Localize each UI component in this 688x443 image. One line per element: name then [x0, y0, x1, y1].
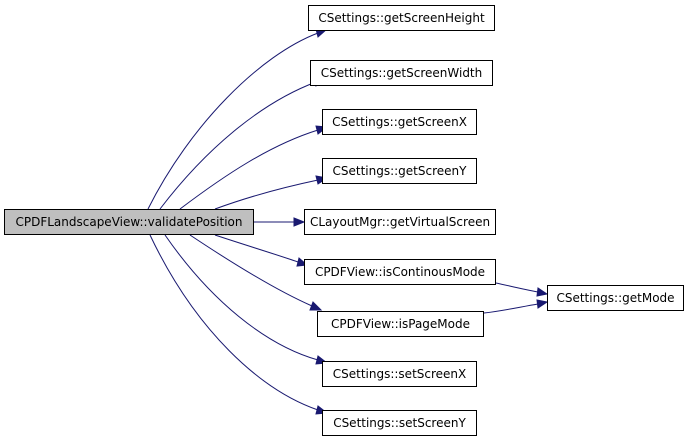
edge-isPageMode-getMode [483, 303, 539, 314]
node-is-continous-mode[interactable]: CPDFView::isContinousMode [304, 259, 496, 285]
node-label: CSettings::getScreenHeight [318, 11, 485, 25]
edge-arrow-root-isPageMode [309, 301, 323, 311]
edge-root-setScreenY [149, 234, 319, 411]
node-label: CSettings::getScreenX [332, 115, 467, 129]
edge-root-getScreenHeight [147, 32, 319, 210]
node-set-screen-x[interactable]: CSettings::setScreenX [322, 361, 477, 387]
node-label: CSettings::setScreenX [332, 367, 467, 381]
node-get-mode[interactable]: CSettings::getMode [547, 285, 684, 311]
edge-root-isContinousMode [214, 234, 299, 263]
node-get-screen-y[interactable]: CSettings::getScreenY [322, 158, 477, 184]
node-label: CSettings::getScreenWidth [320, 66, 483, 80]
node-get-screen-height[interactable]: CSettings::getScreenHeight [308, 5, 495, 31]
node-set-screen-y[interactable]: CSettings::setScreenY [322, 410, 477, 436]
edge-root-setScreenX [164, 234, 319, 361]
edge-arrow-isPageMode-getMode [536, 299, 549, 309]
edge-root-getScreenX [179, 129, 319, 210]
node-label: CPDFLandscapeView::validatePosition [15, 215, 243, 229]
node-label: CPDFView::isPageMode [331, 317, 470, 331]
node-label: CLayoutMgr::getVirtualScreen [309, 215, 491, 229]
node-get-screen-x[interactable]: CSettings::getScreenX [322, 109, 477, 135]
node-validate-position: CPDFLandscapeView::validatePosition [4, 209, 254, 235]
node-label: CSettings::setScreenY [333, 416, 466, 430]
node-is-page-mode[interactable]: CPDFView::isPageMode [317, 311, 484, 337]
edge-arrow-isContinousMode-getMode [536, 287, 549, 297]
node-label: CSettings::getMode [556, 291, 675, 305]
node-get-screen-width[interactable]: CSettings::getScreenWidth [310, 60, 493, 86]
edge-arrow-root-getVirtualScreen [293, 217, 306, 227]
edge-isContinousMode-getMode [495, 282, 539, 293]
edge-root-getScreenY [214, 179, 319, 210]
node-label: CPDFView::isContinousMode [314, 265, 486, 279]
node-label: CSettings::getScreenY [332, 164, 467, 178]
edge-root-getScreenWidth [159, 81, 317, 210]
edge-root-isPageMode [189, 234, 313, 307]
node-get-virtual-screen[interactable]: CLayoutMgr::getVirtualScreen [304, 209, 496, 235]
